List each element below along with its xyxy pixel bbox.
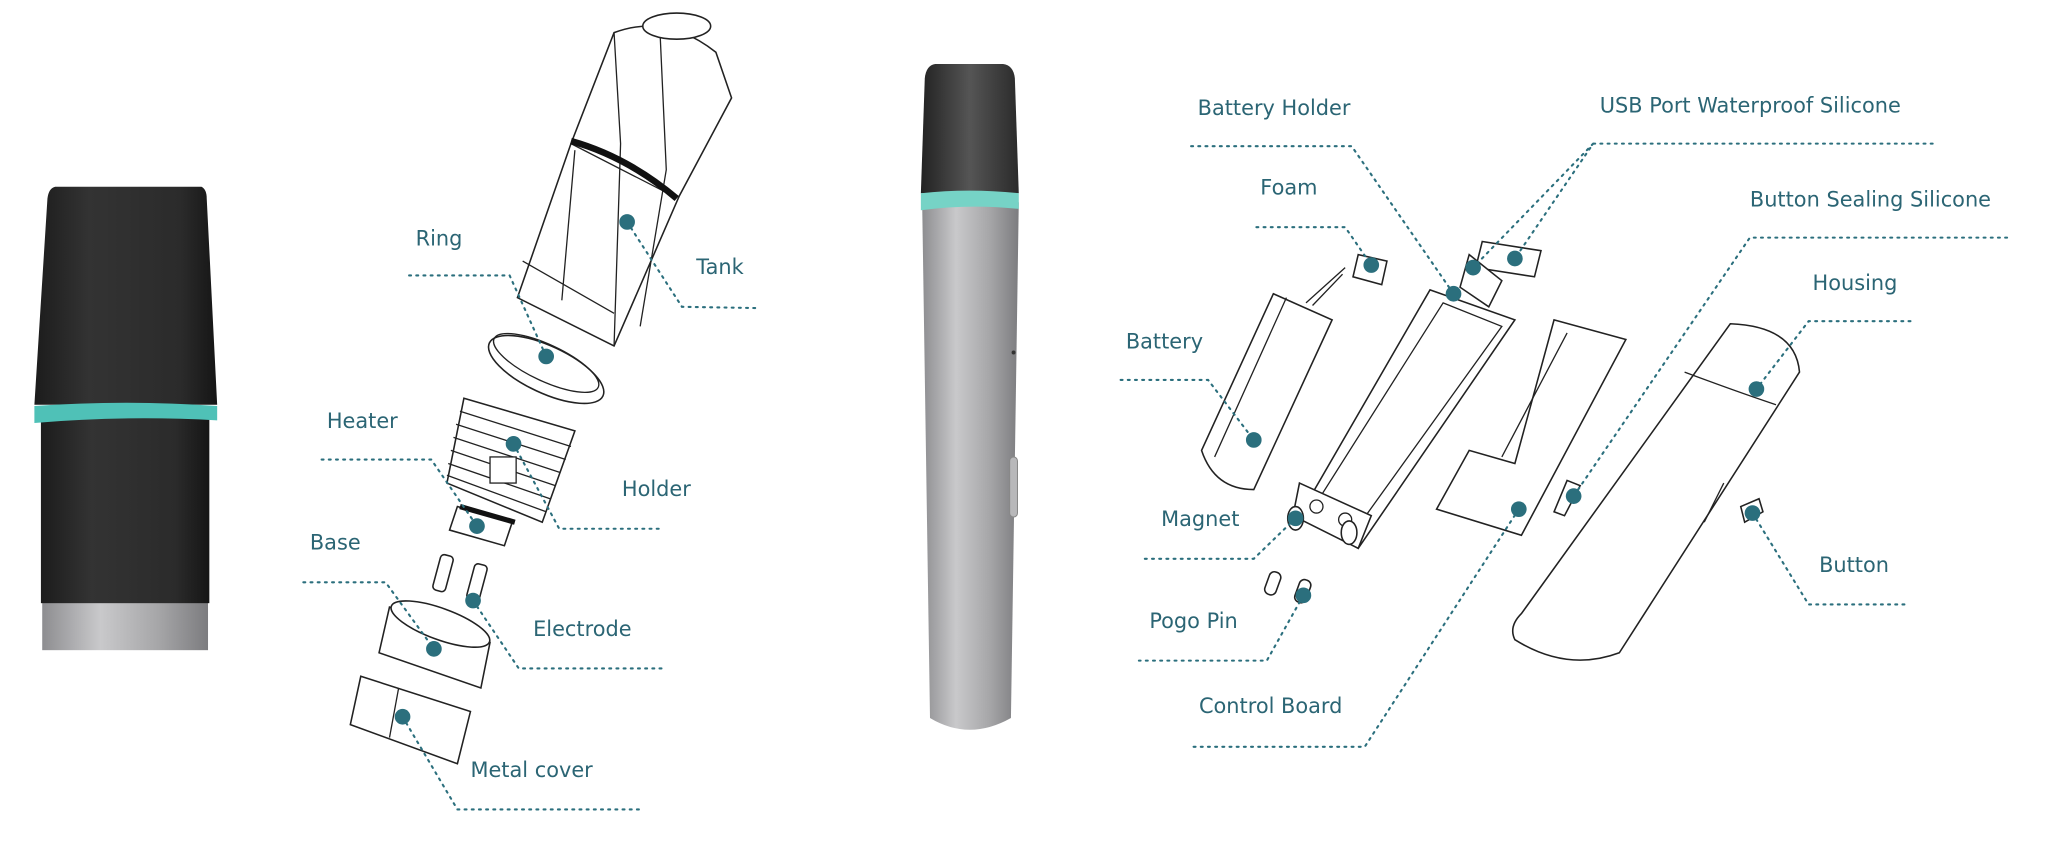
pod-render (34, 186, 218, 651)
label-ring: Ring (416, 226, 463, 250)
device-led-dot (1011, 350, 1016, 355)
label-pogo-pin: Pogo Pin (1149, 609, 1237, 633)
pod-top (34, 186, 218, 405)
ring-part (487, 332, 605, 405)
usb-silicone-dot (1507, 250, 1523, 267)
electrode-part (432, 553, 488, 602)
metal-cover-dot (394, 708, 411, 725)
label-usb-silicone: USB Port Waterproof Silicone (1600, 93, 1901, 117)
label-tank: Tank (695, 255, 744, 279)
label-metal-cover: Metal cover (470, 758, 593, 782)
usb-silicone-dot-2 (1465, 259, 1481, 276)
pod-exploded-parts (349, 12, 733, 765)
label-heater: Heater (327, 409, 398, 433)
battery-part (1200, 267, 1346, 491)
control-board-dot (1510, 501, 1527, 517)
label-battery: Battery (1126, 330, 1203, 354)
ring-dot (538, 348, 554, 365)
tank-part (516, 12, 733, 348)
base-dot (426, 641, 442, 657)
holder-dot (505, 436, 522, 452)
device-ring (920, 190, 1019, 211)
housing-part (1511, 322, 1801, 661)
device-side-button[interactable] (1009, 456, 1018, 518)
device-body (922, 202, 1019, 730)
device-mouthpiece (920, 63, 1019, 194)
leader-lines (302, 142, 2009, 811)
button-sealing-dot (1565, 488, 1582, 504)
metal-cover-part (349, 675, 472, 765)
pod-body (40, 417, 210, 604)
housing-dot (1748, 381, 1765, 397)
label-foam: Foam (1260, 176, 1317, 200)
device-exploded-parts (1200, 240, 1801, 661)
pod-ring (34, 402, 218, 423)
label-base: Base (310, 531, 361, 555)
control-board-part (1435, 318, 1628, 537)
label-electrode: Electrode (533, 617, 631, 641)
pogo-pin-dot (1295, 587, 1312, 604)
label-holder: Holder (622, 477, 691, 501)
device-render (920, 63, 1019, 730)
button-dot (1744, 505, 1761, 521)
labels: Ring Tank Heater Holder Base Electrode M… (310, 93, 1991, 782)
battery-holder-dot (1445, 285, 1462, 302)
label-magnet: Magnet (1161, 507, 1239, 531)
label-control-board: Control Board (1199, 694, 1342, 718)
heater-dot (469, 518, 485, 534)
callout-dots (394, 214, 1765, 725)
holder-part (446, 397, 576, 524)
battery-dot (1245, 432, 1262, 448)
label-button-sealing: Button Sealing Silicone (1750, 187, 1991, 211)
pod-metal-base (42, 594, 209, 651)
foam-dot (1363, 257, 1380, 273)
label-button: Button (1819, 553, 1889, 577)
electrode-dot (465, 592, 481, 609)
tank-dot (619, 214, 635, 230)
label-battery-holder: Battery Holder (1198, 96, 1351, 120)
label-housing: Housing (1813, 271, 1898, 295)
magnet-dot (1287, 510, 1304, 527)
